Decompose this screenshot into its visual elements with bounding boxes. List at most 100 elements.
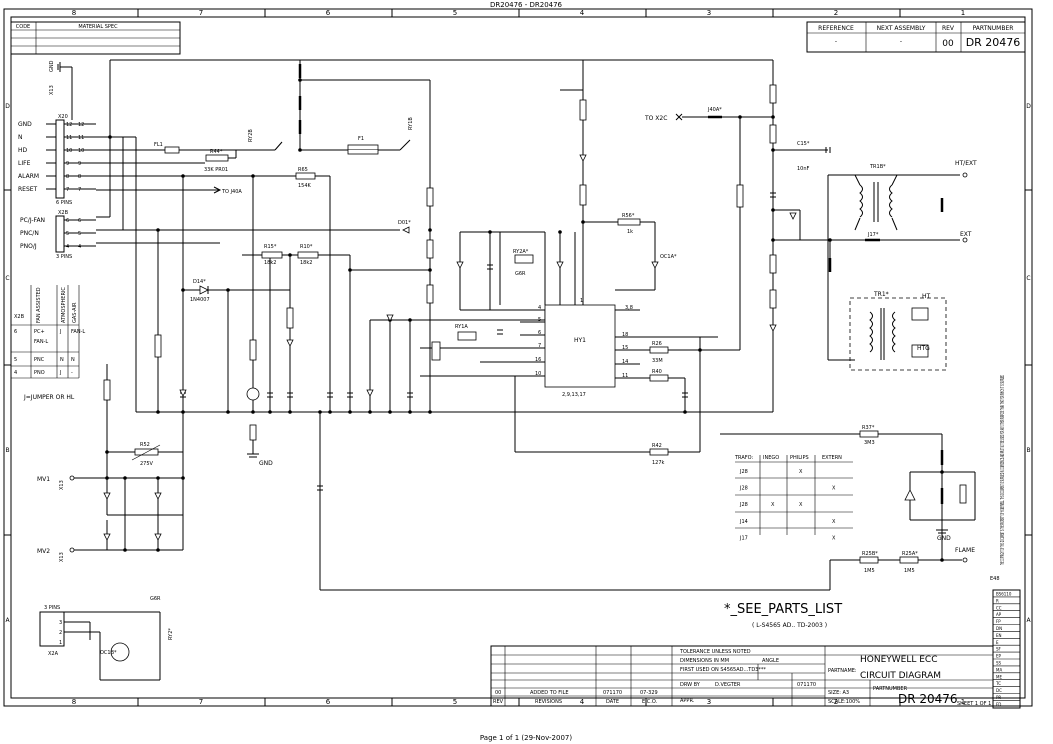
hy1-pin: 11 — [622, 373, 628, 379]
transformer-tr1: TR1* HT HTG — [849, 291, 947, 371]
jumper-row-name: J14 — [739, 519, 748, 525]
option-col-fan: FAN ASSISTED — [36, 287, 42, 323]
r44-value: 33K PR01 — [204, 167, 228, 173]
x20-pin-number: 12 — [66, 122, 72, 128]
j40a-label: J40A* — [707, 107, 722, 113]
size-label: SIZE: A3 — [828, 690, 849, 696]
grid-row-label: A — [1026, 617, 1031, 624]
connector-x20-name: X20 — [58, 114, 68, 120]
jumper-row-name: J17 — [739, 535, 748, 541]
x2a-pin: 2 — [59, 630, 62, 636]
x2b-pin-number: 4 — [66, 244, 69, 250]
option-cell: J — [59, 370, 61, 376]
side-code: DC — [996, 688, 1002, 693]
option-col-atmos: ATMOSPHERIC — [61, 287, 67, 323]
x20-pin-number: 8 — [66, 174, 69, 180]
ht-label: HT — [922, 293, 931, 300]
d01-label: D01* — [398, 220, 411, 226]
partnumber-label: PARTNUMBER — [973, 25, 1014, 32]
mv1-label: MV1 — [37, 476, 50, 483]
gnd-bottom-symbol: GND — [247, 440, 273, 467]
copyright-note: THE COPYRIGHT OF THIS DOCUMENT IS THE PR… — [1000, 375, 1006, 565]
jumper-cell: X — [832, 535, 836, 541]
c15-label: C15* — [797, 141, 810, 147]
option-cell: - — [71, 370, 73, 376]
grid-col-label: 6 — [326, 698, 331, 706]
jumper-cell: X — [832, 486, 836, 492]
angle-label: ANGLE — [762, 658, 779, 664]
hy1-pin: 1 — [580, 298, 583, 304]
jumper-cell: X — [799, 502, 803, 508]
x20-switch-number: 11 — [78, 135, 84, 141]
jumper-header: INEGO — [763, 455, 779, 461]
mv2-label: MV2 — [37, 548, 50, 555]
relay-ry1a: RY1A — [431, 324, 477, 361]
x20-pin-label: LIFE — [18, 160, 31, 167]
x2a-pin: 3 — [59, 620, 62, 626]
rev-row-date: 071170 — [603, 690, 622, 696]
x2b-switch-number: 4 — [78, 244, 81, 250]
x20-switch-number: 7 — [78, 187, 81, 193]
option-pin: 4 — [14, 370, 17, 376]
side-code: AP — [996, 612, 1002, 617]
to-j40a-ref: TO J40A — [213, 186, 242, 195]
diode-d14: D14* 1N4007 — [190, 279, 210, 303]
gnd-top-symbol: GND X13 — [49, 60, 73, 120]
resistor-r42: R42 127k — [649, 443, 669, 466]
f1-label: F1 — [358, 136, 364, 142]
g6r-label: G6R — [515, 271, 526, 277]
side-code: FD — [996, 702, 1001, 707]
vertical-resistors — [103, 84, 777, 441]
x2b-pin-label: PC/J-FAN — [20, 217, 45, 224]
jumper-header: EXTERN — [822, 455, 842, 461]
side-code: BS6110 — [996, 592, 1012, 597]
connector-x2b-pins-note: 3 PINS — [56, 254, 72, 260]
side-code: CC — [996, 605, 1002, 610]
option-cell: FAN-L — [71, 329, 85, 335]
oc1b-label: OC1B* — [100, 650, 117, 656]
grid-row-label: C — [5, 275, 9, 282]
grid-row-label: D — [5, 103, 10, 110]
r37-value: 3M3 — [864, 440, 875, 446]
capacitors: C15* 10nF — [180, 141, 831, 491]
partname-label: PARTNAME: — [828, 668, 857, 674]
next-assembly-value: - — [900, 38, 902, 45]
grid-row-label: B — [5, 447, 9, 454]
x20-switch-number: 8 — [78, 174, 81, 180]
doc-top-title: DR20476 - DR20476 — [490, 1, 563, 9]
x20-switch-number: 10 — [78, 148, 84, 154]
r40-label: R40 — [652, 369, 662, 375]
rev-row-desc: ADDED TO FILE — [530, 690, 569, 696]
r65-value: 154K — [298, 183, 312, 189]
grid-row-label: B — [1026, 447, 1030, 454]
x20-pin-label: ALARM — [18, 173, 39, 180]
grid-ticks — [4, 9, 1032, 706]
reference-value: - — [835, 38, 837, 45]
dimensions-label: DIMENSIONS IN MM — [680, 658, 729, 664]
mv-terminals: MV1 MV2 X13 X13 — [37, 475, 75, 562]
r25a-value: 1M5 — [904, 568, 915, 574]
option-pin: 5 — [14, 357, 17, 363]
tr1-label: TR1* — [873, 291, 889, 298]
resistor-r65: R65 154K — [295, 167, 316, 189]
side-code: E — [996, 640, 999, 645]
gnd-top-label: GND — [49, 60, 55, 72]
hy1-pin: 6 — [538, 330, 541, 336]
rev-header: REVISIONS — [535, 699, 562, 705]
ic-hy1: HY1 2,9,13,17 4 5 6 7 16 10 1 3,8 18 15 … — [535, 298, 633, 398]
jumper-cell: X — [799, 469, 803, 475]
side-code: R — [996, 598, 999, 603]
code-label: CODE — [16, 24, 30, 30]
ry2a-label: RY2A* — [513, 249, 529, 255]
grid-col-label: 8 — [72, 698, 76, 706]
rev-value: 00 — [942, 39, 954, 49]
r52-value: 275V — [140, 461, 154, 467]
next-assembly-label: NEXT ASSEMBLY — [877, 25, 926, 32]
resistor-r26: R26 33M — [649, 341, 669, 364]
r56-value: 1k — [627, 229, 633, 235]
option-cell: J — [59, 329, 61, 335]
x2b-pin-label: PNC/N — [20, 230, 39, 237]
r10-label: R10* — [300, 244, 313, 250]
